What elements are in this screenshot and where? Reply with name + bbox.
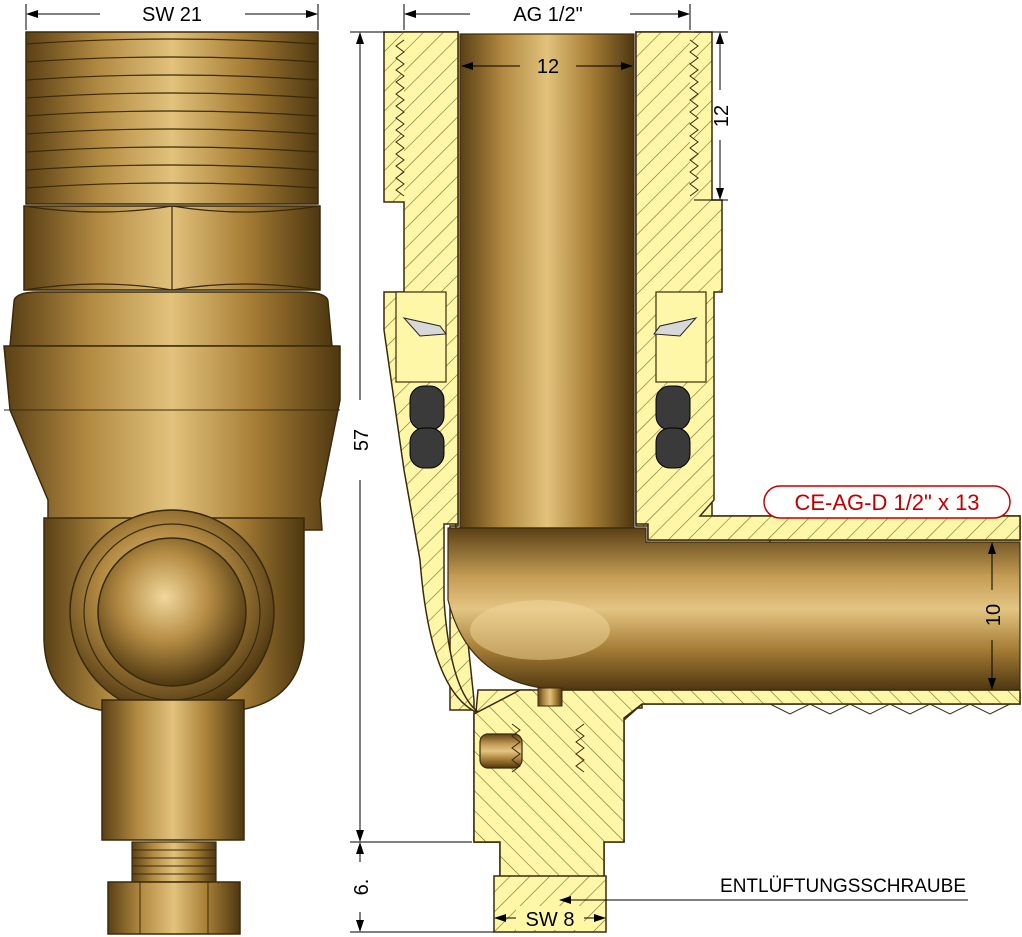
part-code-label: CE-AG-D 1/2" x 13	[794, 490, 979, 515]
vent-screw-leader: ENTLÜFTUNGSSCHRAUBE	[559, 876, 968, 904]
vent-channel	[537, 687, 563, 707]
vent-screw-threads	[511, 723, 585, 773]
body-stem	[101, 699, 245, 841]
dim-bore-label: 12	[537, 56, 559, 78]
section-wall-bottom	[473, 689, 1021, 879]
outlet-ribs	[769, 703, 1011, 715]
thread-ridges	[25, 38, 319, 189]
body-upper	[3, 345, 341, 531]
dim-sw8-label: SW 8	[526, 909, 575, 931]
dim-thread-length-label: 12	[711, 105, 733, 127]
thread-teeth-right	[689, 39, 699, 197]
dim-screw-length-label: 6.	[351, 879, 373, 896]
dim-thread-length: 12	[694, 31, 733, 201]
dim-sw8: SW 8	[494, 906, 606, 931]
dim-sw21-label: SW 21	[142, 4, 202, 26]
body-collar	[9, 291, 333, 347]
dim-ag: AG 1/2"	[403, 4, 691, 30]
dim-screw-length: 6.	[350, 842, 494, 933]
vent-screw-hex	[107, 881, 241, 935]
dim-ag-label: AG 1/2"	[513, 4, 582, 26]
dim-sw21: SW 21	[25, 4, 319, 30]
dim-bore: 12	[461, 56, 633, 78]
seal-left	[395, 291, 447, 469]
thread-teeth-left	[395, 39, 405, 197]
seal-right	[653, 291, 707, 469]
dim-height-label: 57	[351, 429, 373, 451]
side-plug	[479, 733, 523, 769]
bore-vertical	[459, 33, 635, 529]
section-wall-left	[383, 31, 533, 843]
thread-body	[25, 31, 319, 205]
section-view	[383, 31, 1021, 933]
part-code-callout: CE-AG-D 1/2" x 13	[763, 485, 1011, 519]
vent-screw-label: ENTLÜFTUNGSSCHRAUBE	[720, 876, 966, 897]
dim-outlet-label: 10	[983, 604, 1005, 626]
vent-screw-thread	[131, 841, 217, 883]
dim-outlet: 10	[983, 542, 1005, 690]
dim-height: 57	[350, 31, 472, 843]
external-view	[3, 31, 341, 935]
